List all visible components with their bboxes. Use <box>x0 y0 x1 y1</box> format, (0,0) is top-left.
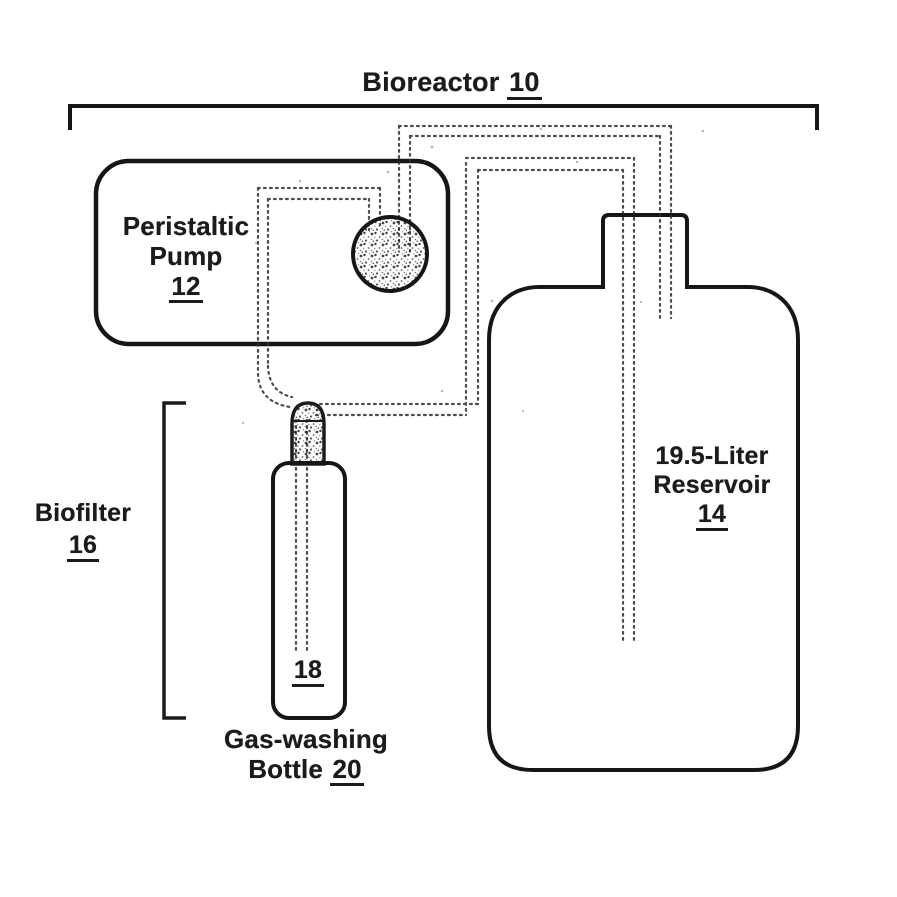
pump-label-line2: Pump <box>149 241 223 271</box>
bottle-label-line2: Bottle <box>248 754 324 784</box>
label-bottle-inner-ref: 18 <box>274 656 342 687</box>
bioreactor-bracket <box>68 104 819 130</box>
biofilter-ref-number: 16 <box>66 533 100 562</box>
bottle-inner-ref-number: 18 <box>291 658 325 687</box>
reservoir-label-line1: 19.5-Liter <box>655 442 769 470</box>
pump-label-line1: Peristaltic <box>122 211 250 241</box>
gas-washing-bottle-body <box>271 461 347 720</box>
bottle-label-line1: Gas-washing <box>223 724 388 754</box>
label-bioreactor: Bioreactor 10 <box>322 66 582 100</box>
reservoir-ref-number: 14 <box>695 502 729 531</box>
tube-pump-to-reservoir <box>397 124 673 320</box>
bottle-cap <box>290 401 326 466</box>
biofilter-bracket <box>162 401 186 720</box>
bioreactor-label-text: Bioreactor <box>362 67 500 97</box>
bottle-ref-number: 20 <box>330 754 364 786</box>
pump-ref-number: 12 <box>169 271 203 303</box>
scan-noise <box>241 127 705 425</box>
peristaltic-pump-body <box>93 158 451 347</box>
reservoir-label-line2: Reservoir <box>653 471 771 499</box>
tube-pump-to-bottle <box>256 186 382 409</box>
label-gas-washing-bottle: Gas-washing Bottle 20 <box>196 724 416 786</box>
label-peristaltic-pump: Peristaltic Pump 12 <box>104 211 268 303</box>
label-reservoir: 19.5-Liter Reservoir 14 <box>625 442 799 531</box>
pump-rotor <box>351 215 429 293</box>
bioreactor-ref-number: 10 <box>507 69 542 100</box>
label-biofilter: Biofilter 16 <box>16 497 150 562</box>
biofilter-label-text: Biofilter <box>34 499 132 527</box>
reservoir-bottle <box>487 213 800 772</box>
tube-bottle-to-dip-tube <box>314 156 636 643</box>
